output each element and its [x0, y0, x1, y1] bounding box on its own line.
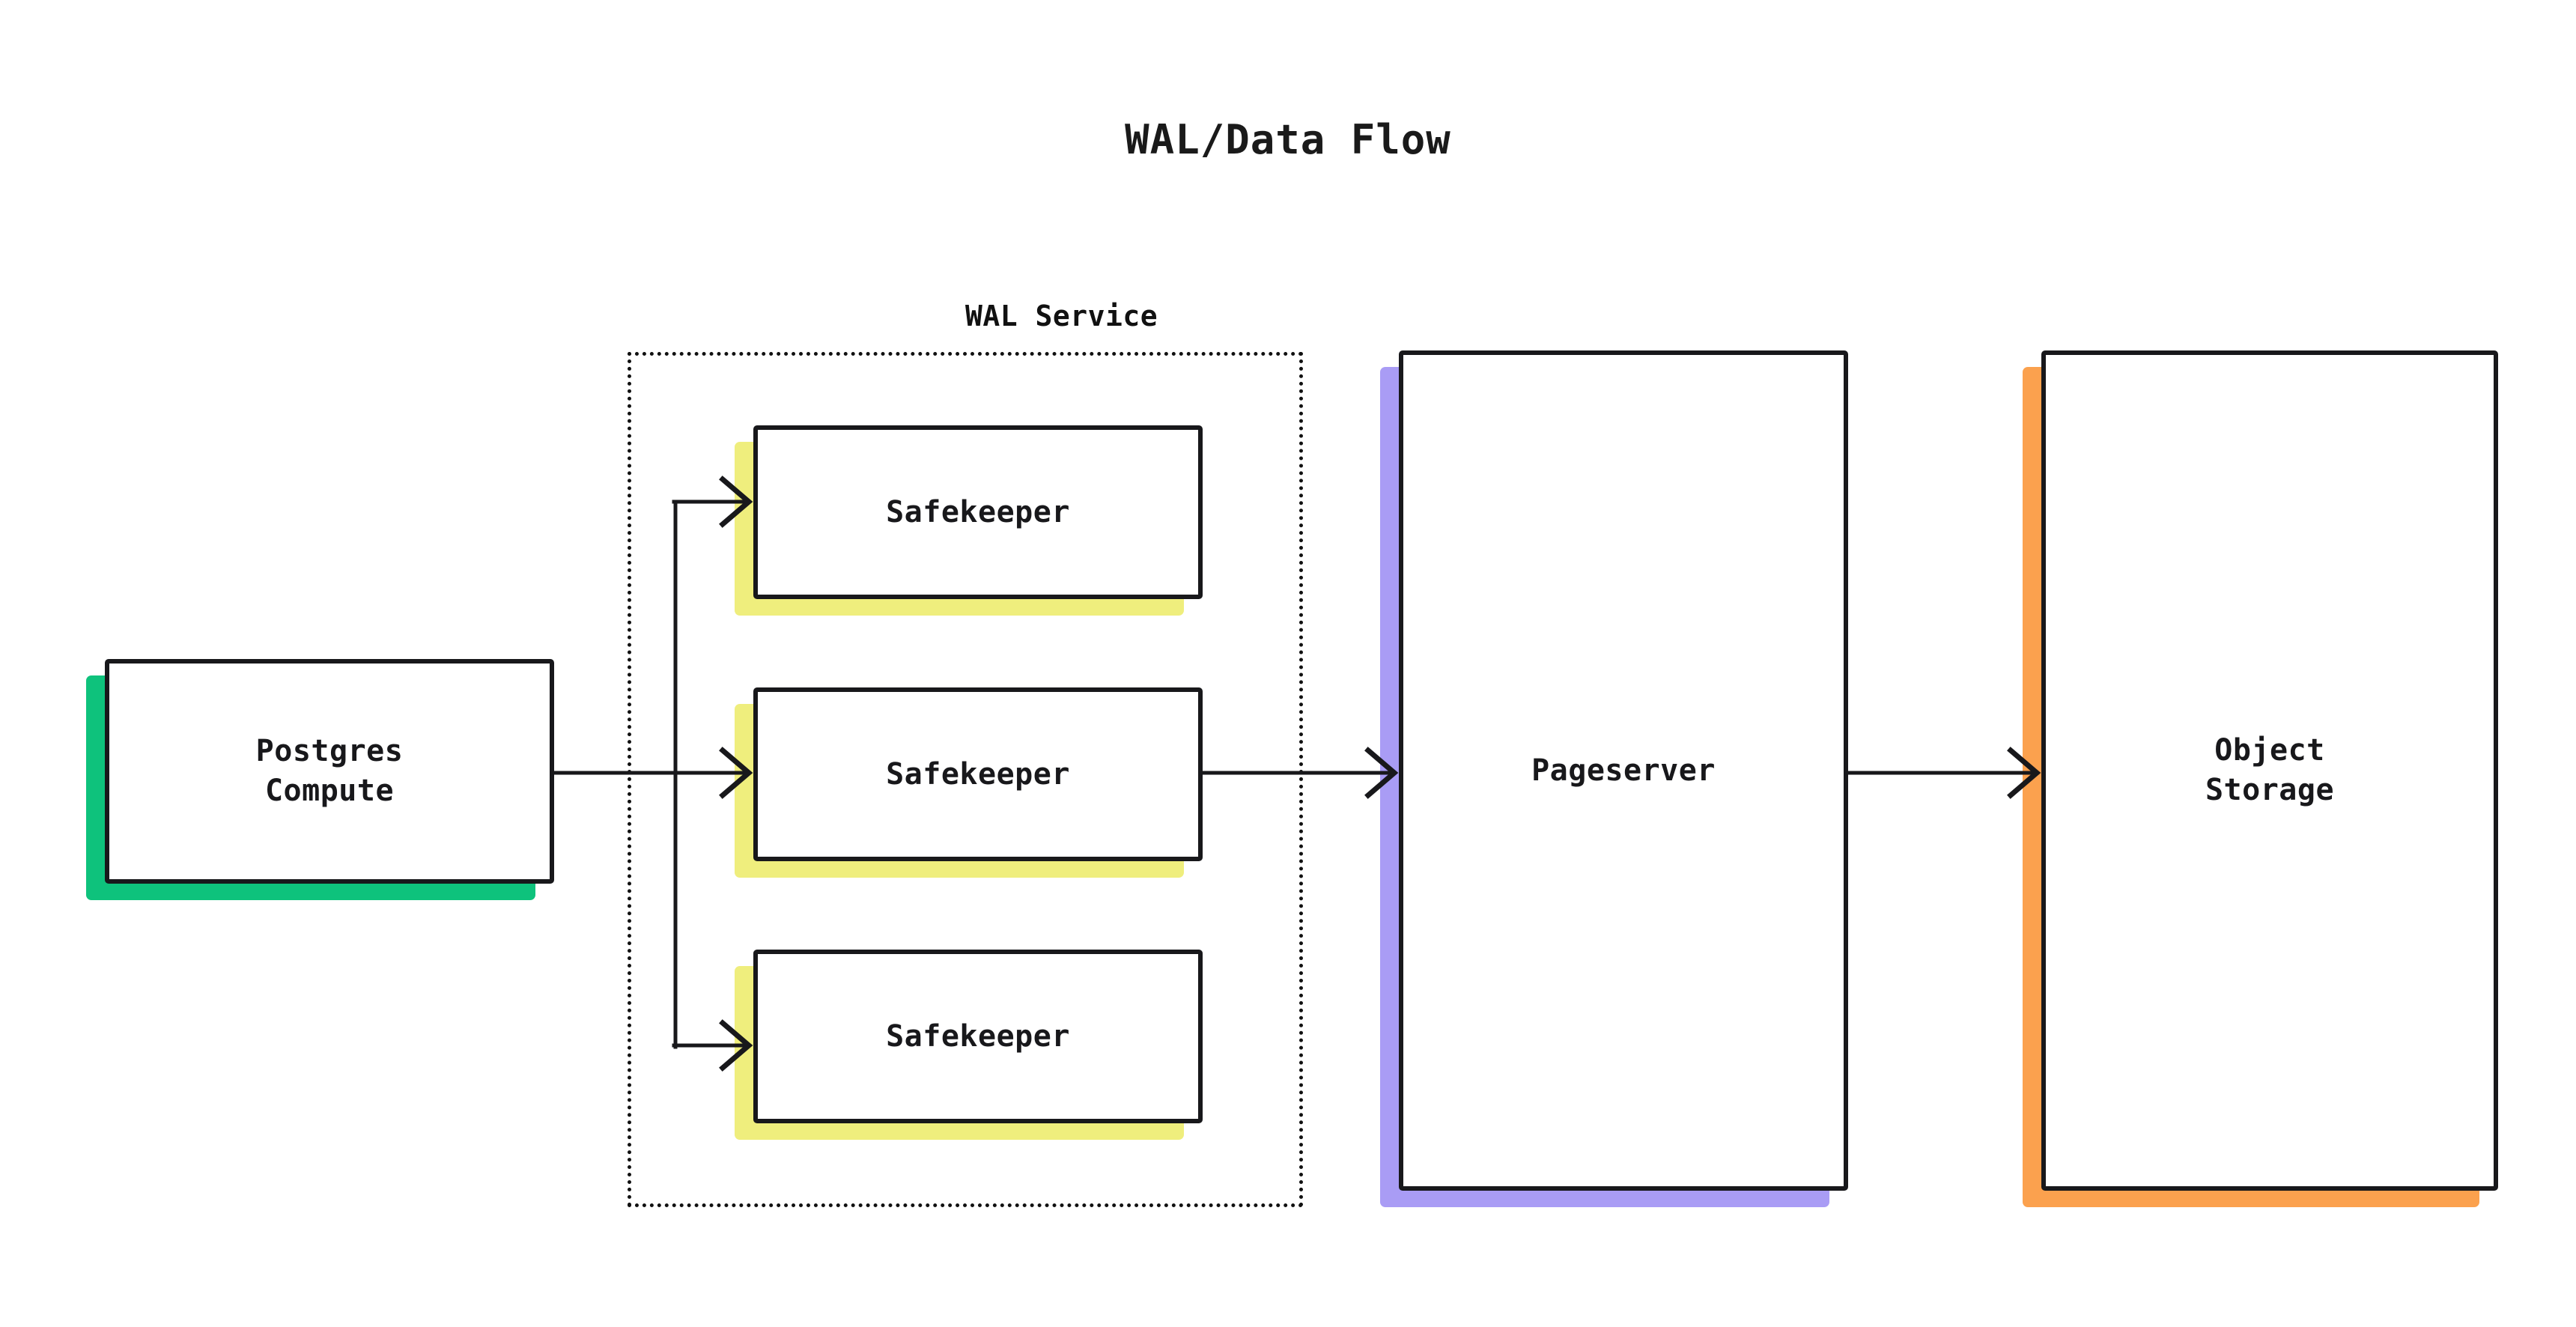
node-label-safekeeper-2: Safekeeper: [886, 756, 1070, 792]
node-body-postgres-compute: Postgres Compute: [105, 659, 554, 884]
group-container-wal-service: [628, 352, 1303, 1207]
page-title: WAL/Data Flow: [1125, 116, 1451, 163]
node-pageserver: Pageserver: [1380, 350, 1848, 1207]
node-label-safekeeper-3: Safekeeper: [886, 1018, 1070, 1054]
group-label-wal-service: WAL Service: [965, 300, 1158, 332]
node-body-safekeeper-1: Safekeeper: [753, 425, 1203, 599]
node-postgres-compute: Postgres Compute: [86, 659, 554, 900]
node-body-object-storage: Object Storage: [2041, 350, 2498, 1191]
node-safekeeper-2: Safekeeper: [735, 687, 1203, 878]
node-label-postgres-compute: Postgres Compute: [255, 734, 404, 808]
node-object-storage: Object Storage: [2023, 350, 2498, 1207]
node-safekeeper-3: Safekeeper: [735, 950, 1203, 1140]
node-safekeeper-1: Safekeeper: [735, 425, 1203, 616]
node-label-safekeeper-1: Safekeeper: [886, 494, 1070, 529]
node-body-safekeeper-2: Safekeeper: [753, 687, 1203, 861]
node-body-pageserver: Pageserver: [1399, 350, 1848, 1191]
node-body-safekeeper-3: Safekeeper: [753, 950, 1203, 1123]
node-label-object-storage: Object Storage: [2205, 733, 2335, 807]
node-label-pageserver: Pageserver: [1531, 753, 1716, 788]
